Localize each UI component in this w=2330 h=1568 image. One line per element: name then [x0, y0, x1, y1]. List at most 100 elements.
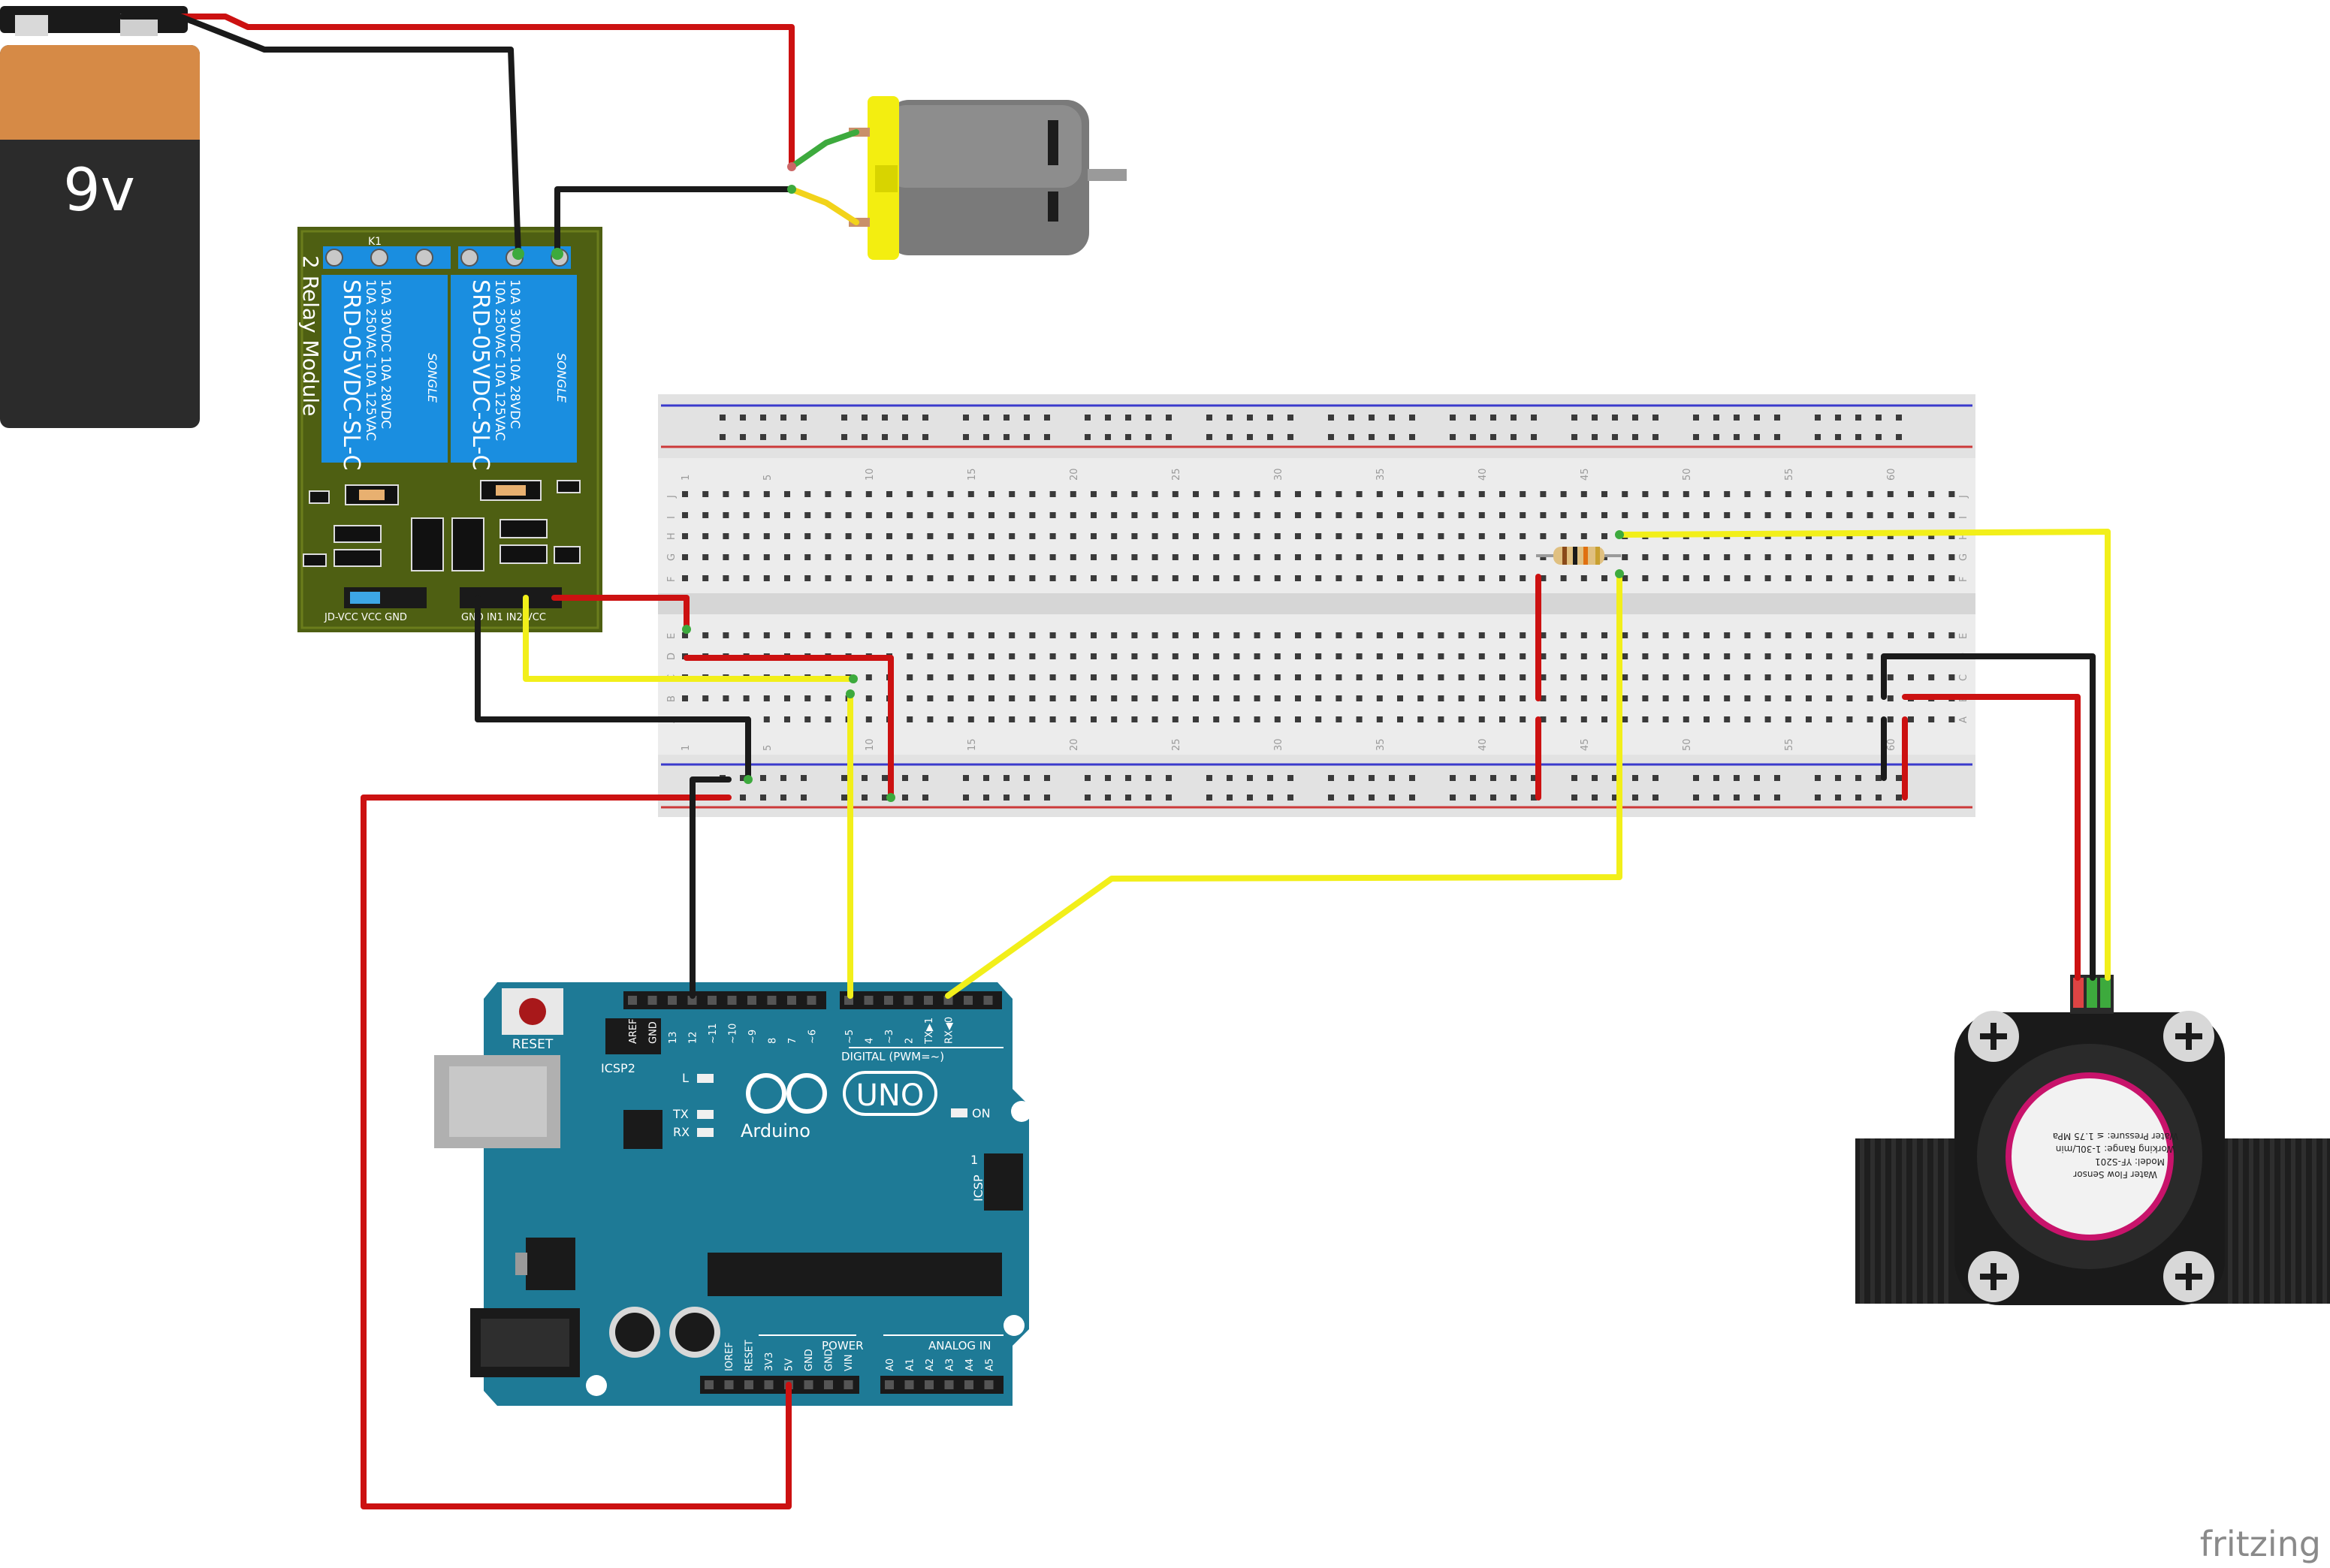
breadboard-rail-hole [922, 795, 928, 801]
breadboard-hole [1295, 533, 1301, 539]
breadboard-row-letter: E [1958, 633, 1969, 639]
breadboard-hole [1397, 533, 1403, 539]
breadboard-hole [1315, 491, 1322, 497]
arduino-pin-label: VIN [844, 1355, 855, 1371]
breadboard-hole [1642, 632, 1649, 638]
breadboard-hole [1601, 653, 1607, 659]
svg-text:TX: TX [672, 1107, 689, 1121]
breadboard-rail-hole [1328, 415, 1334, 421]
battery-label: 9v [63, 157, 135, 225]
breadboard-hole [947, 533, 954, 539]
breadboard-hole [1458, 491, 1465, 497]
breadboard-hole [1376, 554, 1383, 560]
breadboard-hole [825, 512, 831, 518]
breadboard-hole [1764, 716, 1771, 722]
breadboard-hole [1601, 491, 1607, 497]
arduino-uno: RESET ICSP2 L TX RX ON Arduino UNO [434, 982, 1032, 1406]
breadboard-hole [1540, 716, 1547, 722]
wire-battery-positive [155, 14, 795, 170]
breadboard-hole [1315, 533, 1322, 539]
breadboard-hole [1622, 695, 1628, 701]
breadboard-rail-hole [882, 795, 888, 801]
breadboard-rail-hole [1876, 775, 1882, 781]
breadboard-hole [1336, 653, 1342, 659]
breadboard-hole [1499, 512, 1505, 518]
breadboard-hole [1683, 575, 1689, 581]
arduino-pin [628, 996, 637, 1005]
breadboard-rail-hole [1876, 415, 1882, 421]
breadboard-hole [907, 674, 913, 680]
breadboard-hole [1151, 554, 1158, 560]
breadboard-hole [1417, 674, 1424, 680]
breadboard-hole [865, 554, 872, 560]
breadboard-hole [1887, 695, 1894, 701]
breadboard-column-number: 20 [1069, 468, 1080, 481]
breadboard-hole [1029, 533, 1036, 539]
svg-text:10A 250VAC 10A 125VAC: 10A 250VAC 10A 125VAC [492, 279, 507, 441]
svg-text:RESET: RESET [512, 1037, 554, 1052]
breadboard-hole [927, 575, 934, 581]
breadboard-hole [886, 575, 892, 581]
wire-arduino-gnd [690, 776, 732, 999]
breadboard-rail-hole [1024, 415, 1030, 421]
breadboard-hole [1376, 575, 1383, 581]
breadboard-hole [1458, 674, 1465, 680]
breadboard-hole [1580, 674, 1587, 680]
breadboard-row-letter: I [1958, 516, 1969, 519]
breadboard-hole [845, 512, 852, 518]
breadboard-rail-hole [963, 434, 969, 440]
breadboard-rail-hole [1085, 775, 1091, 781]
breadboard-hole [1744, 632, 1751, 638]
breadboard-rail-hole [1369, 775, 1375, 781]
wire-arduino-pin2 [945, 571, 1622, 999]
breadboard-hole [1070, 533, 1076, 539]
breadboard-column-number: 45 [1580, 468, 1591, 481]
breadboard-rail-hole [1409, 775, 1415, 781]
breadboard-hole [1580, 575, 1587, 581]
breadboard-rail-hole [862, 415, 868, 421]
breadboard-hole [682, 533, 688, 539]
breadboard-hole [988, 554, 994, 560]
breadboard-rail-hole [1085, 434, 1091, 440]
breadboard-hole [1274, 554, 1281, 560]
breadboard-hole [1274, 653, 1281, 659]
arduino-pin [964, 1380, 973, 1389]
arduino-pin-label: ~3 [884, 1030, 895, 1044]
breadboard-hole [1662, 575, 1669, 581]
breadboard-hole [1867, 491, 1873, 497]
breadboard-hole [947, 653, 954, 659]
breadboard-hole [1478, 512, 1485, 518]
breadboard-rail-hole [1612, 795, 1618, 801]
breadboard-hole [1233, 491, 1240, 497]
breadboard-rail-hole [1815, 775, 1821, 781]
breadboard-hole [1233, 716, 1240, 722]
svg-text:ON: ON [972, 1106, 991, 1120]
breadboard-hole [1704, 695, 1710, 701]
wire-sensor-gnd [1881, 653, 2096, 981]
breadboard-hole [1642, 554, 1649, 560]
breadboard-column-number: 50 [1682, 468, 1693, 481]
breadboard-hole [1009, 554, 1016, 560]
breadboard-rail-hole [922, 775, 928, 781]
breadboard-rail-hole [1571, 434, 1577, 440]
breadboard-hole [1274, 575, 1281, 581]
breadboard-hole [1908, 575, 1914, 581]
breadboard-rail-hole [1754, 434, 1760, 440]
breadboard-column-number: 5 [762, 475, 774, 481]
breadboard-rail-hole [1592, 415, 1598, 421]
breadboard-hole [1213, 674, 1220, 680]
breadboard-rail-hole [963, 775, 969, 781]
breadboard-hole [804, 491, 811, 497]
breadboard-rail-hole [1125, 795, 1131, 801]
breadboard-hole [1826, 632, 1833, 638]
svg-text:Water Flow Sensor: Water Flow Sensor [2073, 1169, 2157, 1180]
breadboard-hole [1948, 491, 1955, 497]
breadboard-hole [927, 716, 934, 722]
svg-text:Model: YF-S201: Model: YF-S201 [2095, 1156, 2165, 1167]
breadboard-hole [1356, 491, 1363, 497]
breadboard-hole [682, 491, 688, 497]
breadboard-hole [1744, 575, 1751, 581]
breadboard-hole [1744, 653, 1751, 659]
